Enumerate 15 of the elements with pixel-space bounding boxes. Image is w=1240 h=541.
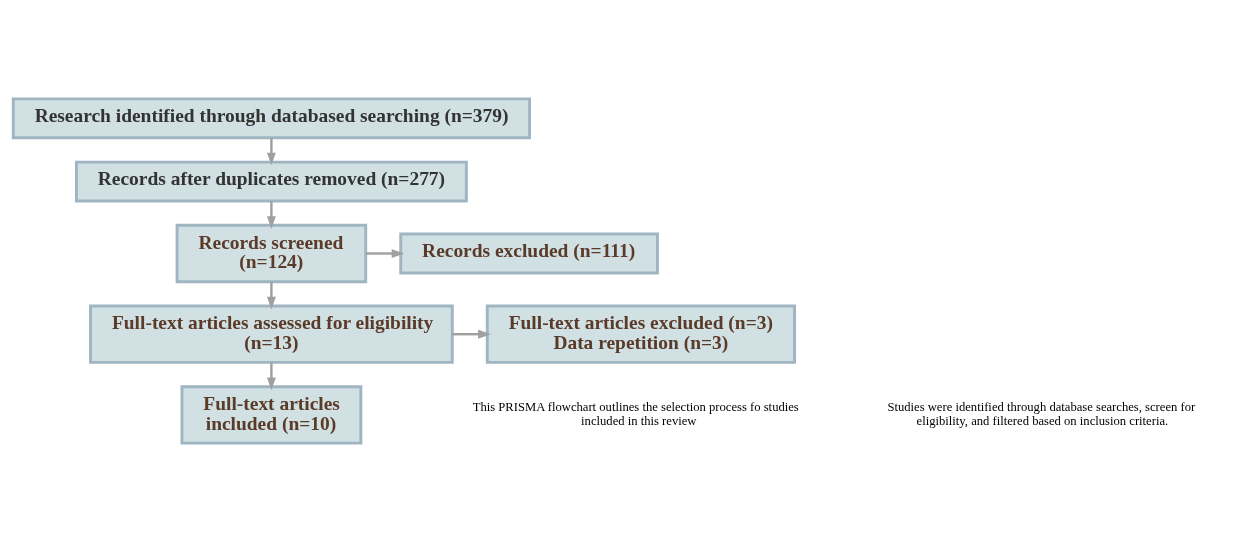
arrow	[266, 200, 276, 229]
node-box: Records excluded (n=111)	[399, 232, 659, 274]
arrow	[365, 248, 405, 258]
node-box: Records after duplicates removed (n=277)	[75, 160, 468, 202]
arrow	[266, 361, 276, 390]
label: This PRISMA flowchart outlines the selection process fo studies included in this review	[472, 399, 799, 428]
node-box: Records screened (n=124)	[175, 223, 368, 283]
node-box: Research identified through databased searching (n=379)	[11, 96, 532, 139]
label: Studies were identified through database searches, screen for eligibility, and filtered based on inclusion criteria.	[887, 399, 1196, 428]
node-box: Full-text articles included (n=10)	[180, 384, 363, 445]
arrow	[266, 281, 276, 310]
arrow	[452, 329, 491, 339]
node-box: Full-text articles excluded (n=3) Data repetition (n=3)	[485, 304, 796, 364]
arrow	[266, 137, 276, 165]
node-box: Full-text articles assessed for eligibility (n=13)	[89, 304, 454, 364]
